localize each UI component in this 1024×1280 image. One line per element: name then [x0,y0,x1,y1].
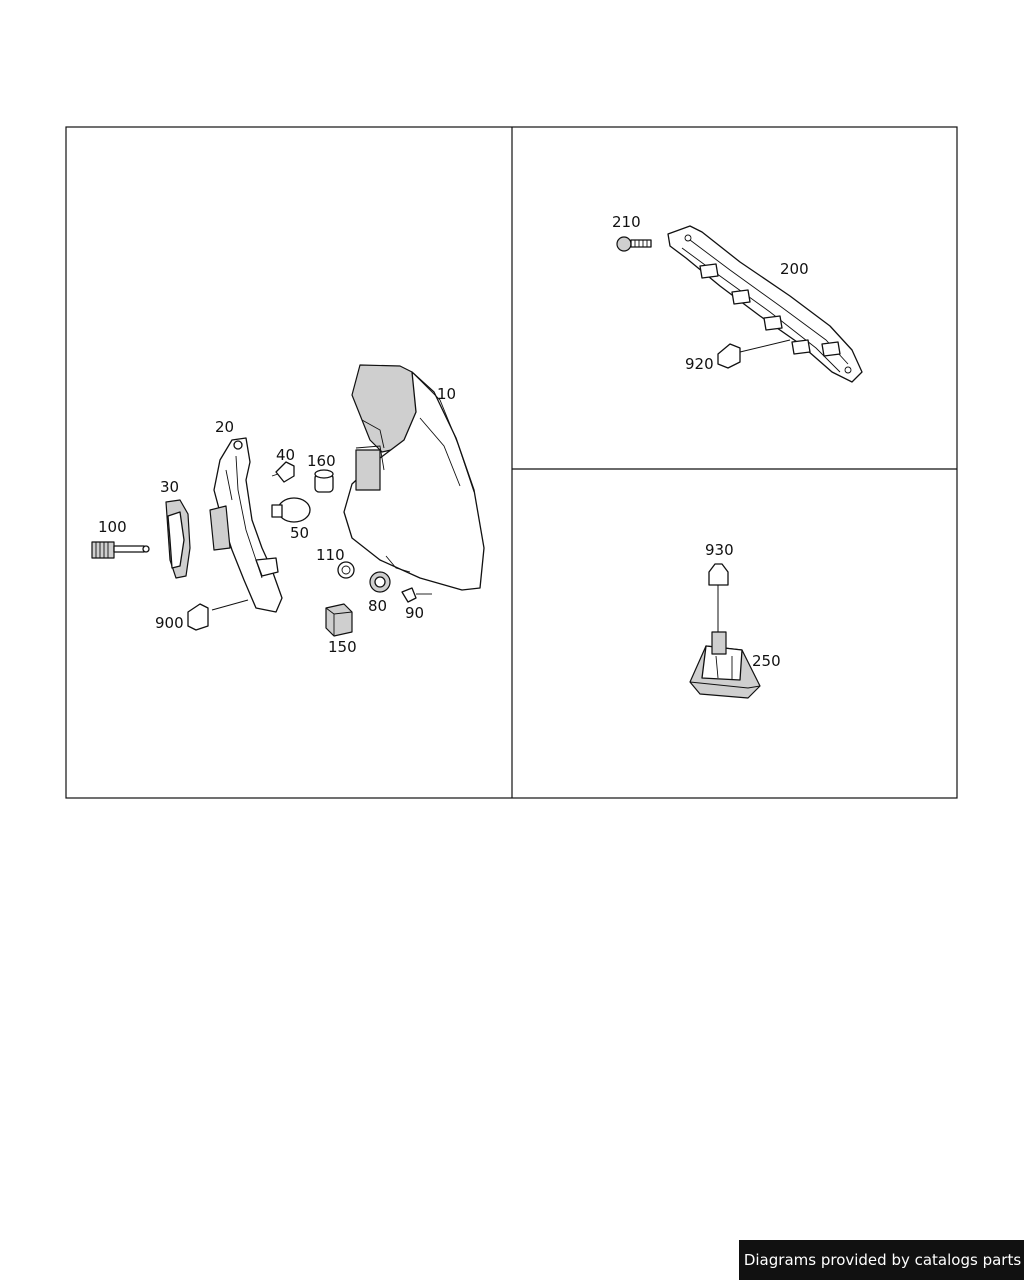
callout-50: 50 [290,524,309,542]
left-panel: 10 20 30 40 50 80 90 100 110 150 160 900 [91,364,485,656]
callout-250: 250 [752,652,781,670]
callout-920: 920 [685,355,714,373]
callout-200: 200 [780,260,809,278]
callout-40: 40 [276,446,295,464]
callout-90: 90 [405,604,424,622]
callout-900: 900 [155,614,184,632]
part-920-clip[interactable] [717,343,741,369]
credit-banner: Diagrams provided by catalogs parts [739,1240,1024,1280]
part-10-lamp-housing[interactable] [343,364,485,591]
part-30-gasket[interactable] [165,499,191,579]
callout-930: 930 [705,541,734,559]
part-160-bushing[interactable] [314,469,334,493]
callout-160: 160 [307,452,336,470]
callout-10: 10 [437,385,456,403]
callout-80: 80 [368,597,387,615]
part-100-screw[interactable] [91,541,150,559]
bottom-right-panel: 930 250 [689,541,781,699]
part-40-small-bulb[interactable] [271,461,295,483]
part-80-nut[interactable] [369,571,391,593]
callout-110: 110 [316,546,345,564]
part-210-screw[interactable] [616,236,652,252]
part-900-clip[interactable] [187,603,209,631]
callout-210: 210 [612,213,641,231]
part-200-bracket[interactable] [667,225,863,383]
part-930-clip[interactable] [708,563,729,632]
part-50-bulb[interactable] [271,497,311,523]
part-110-grommet[interactable] [337,561,355,579]
leader-920 [739,339,791,353]
part-90-pin[interactable] [401,587,432,603]
callout-20: 20 [215,418,234,436]
part-150-block[interactable] [325,603,353,637]
leader-900 [211,599,249,611]
top-right-panel: 210 200 920 [612,213,863,383]
part-20-lamp-carrier[interactable] [209,437,283,613]
callout-150: 150 [328,638,357,656]
callout-30: 30 [160,478,179,496]
callout-100: 100 [98,518,127,536]
part-250-plate-lamp[interactable] [689,631,761,699]
panel-frames [65,126,958,799]
